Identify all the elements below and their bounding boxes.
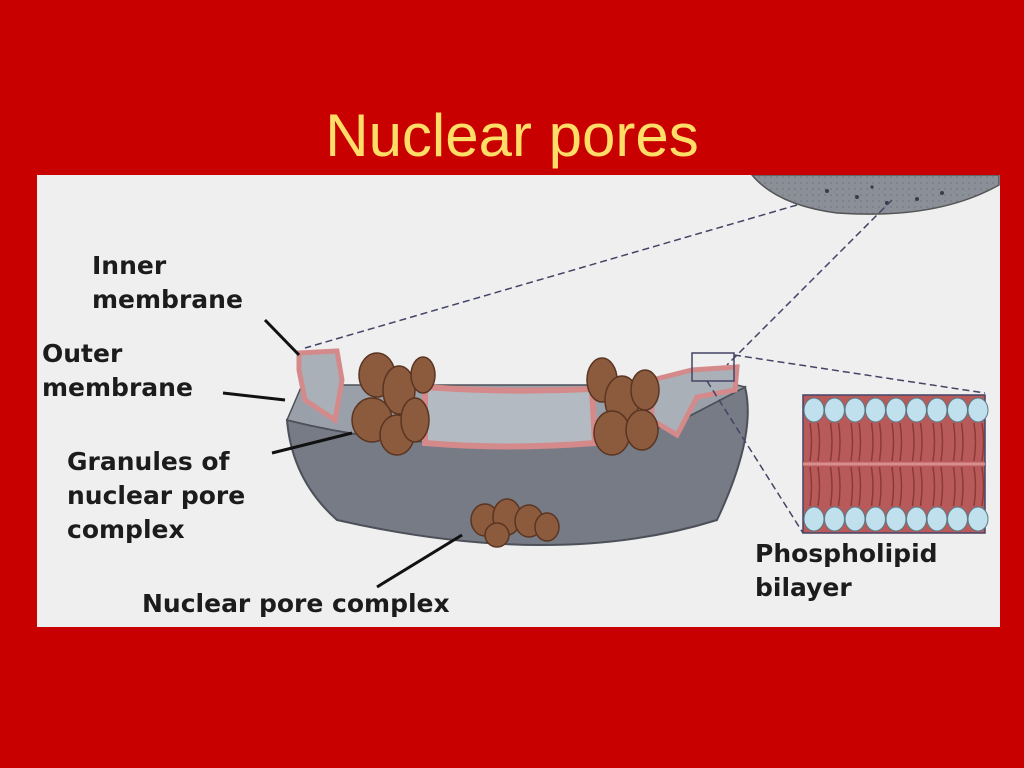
lipid-head <box>967 397 989 423</box>
lipid-tail <box>817 466 821 507</box>
slide-title: Nuclear pores <box>325 102 699 169</box>
lipid-tail <box>940 422 944 462</box>
zoom-line-left <box>304 204 798 349</box>
lipid-head <box>865 397 886 423</box>
label-phospholipid-bilayer: Phospholipid bilayer <box>755 539 938 602</box>
lipid-tail <box>932 466 936 507</box>
lipid-tail <box>878 466 882 507</box>
membrane-segment-center <box>422 383 599 450</box>
lipid-head <box>803 397 825 423</box>
lipid-tail <box>899 466 903 507</box>
pore-granules-right <box>586 357 660 456</box>
pore-granules-bottom <box>470 498 560 548</box>
lipid-tail <box>952 466 956 507</box>
lipid-head <box>947 506 968 532</box>
lipid-head <box>824 397 845 423</box>
lipid-tail <box>919 422 923 462</box>
zoom-line-right <box>726 199 893 366</box>
lipid-head <box>926 506 948 532</box>
lipid-head <box>844 397 866 423</box>
lipid-tail <box>981 422 985 462</box>
diagram-panel: Inner membrane Outer membrane Granules o… <box>37 175 1000 627</box>
lipid-head <box>906 397 927 423</box>
lipid-tail <box>932 422 936 462</box>
lipid-tail <box>837 466 841 507</box>
lipid-tail <box>850 466 854 507</box>
lipid-tail <box>809 466 813 507</box>
pointer-lines <box>222 318 463 589</box>
lipid-head <box>885 397 907 423</box>
label-inner-membrane: Inner membrane <box>92 251 243 314</box>
lipid-tail <box>981 466 985 507</box>
pore-granules-left <box>351 352 436 456</box>
lipid-tail <box>973 466 977 507</box>
lipid-tail <box>960 466 964 507</box>
nuclear-envelope-illustration <box>222 175 1000 589</box>
lipid-tail <box>829 422 833 462</box>
lipid-tail <box>829 466 833 507</box>
lipid-tail <box>919 466 923 507</box>
lipid-head <box>947 397 968 423</box>
lipid-tail <box>960 422 964 462</box>
zoom-box <box>691 352 735 382</box>
lipid-head <box>844 506 866 532</box>
lipid-tail <box>891 466 895 507</box>
lipid-tail <box>870 422 874 462</box>
lipid-head <box>906 506 927 532</box>
lipid-head <box>824 506 845 532</box>
label-outer-membrane: Outer membrane <box>42 339 193 402</box>
lipid-tail <box>973 422 977 462</box>
lipid-head <box>865 506 886 532</box>
lipid-head <box>967 506 989 532</box>
lipid-head <box>926 397 948 423</box>
lipid-tail <box>911 466 915 507</box>
label-nuclear-pore-complex: Nuclear pore complex <box>142 589 450 618</box>
lipid-head <box>885 506 907 532</box>
lipid-tail <box>940 466 944 507</box>
lipid-tail <box>891 422 895 462</box>
lipid-tail <box>878 422 882 462</box>
nucleus-sphere <box>751 175 1000 215</box>
phospholipid-bilayer-inset <box>802 394 989 534</box>
lipid-tail <box>809 422 813 462</box>
label-granules: Granules of nuclear pore complex <box>67 447 246 544</box>
lipid-tail <box>858 466 862 507</box>
lipid-tail <box>817 422 821 462</box>
lipid-tail <box>870 466 874 507</box>
lipid-tail <box>952 422 956 462</box>
lipid-head <box>803 506 825 532</box>
lipid-tail <box>850 422 854 462</box>
lipid-tail <box>858 422 862 462</box>
lipid-tail <box>911 422 915 462</box>
lipid-tail <box>899 422 903 462</box>
lipid-tail <box>837 422 841 462</box>
membrane-segment-left <box>296 348 345 425</box>
